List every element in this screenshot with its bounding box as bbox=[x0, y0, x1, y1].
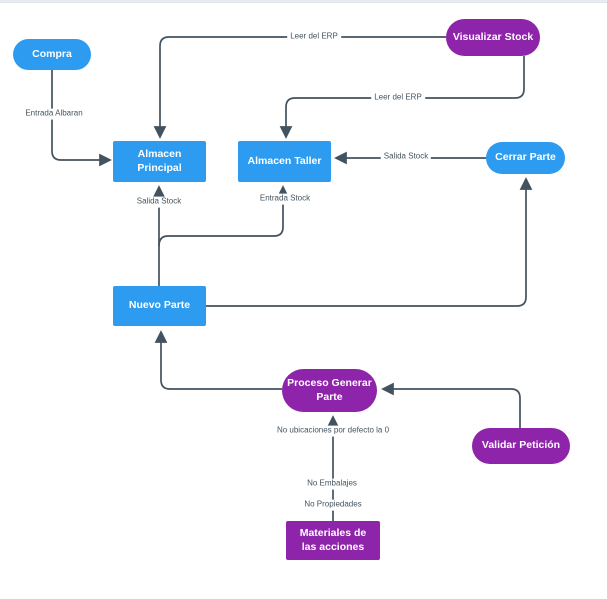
edge-label-no-ubicaciones: No ubicaciones por defecto la 0 bbox=[273, 425, 393, 437]
edge-validar-peticion-to-proceso-generar-parte bbox=[381, 382, 521, 428]
edge-label-no-propiedades: No Propiedades bbox=[301, 499, 365, 511]
edge-label-entrada-albaran: Entrada Albaran bbox=[22, 108, 86, 120]
edge-label-entrada-stock: Entrada Stock bbox=[256, 193, 314, 205]
node-cerrar-parte[interactable]: Cerrar Parte bbox=[486, 142, 565, 174]
edge-label-salida-stock-nuevo: Salida Stock bbox=[133, 196, 185, 208]
edge-proceso-generar-parte-to-nuevo-parte bbox=[154, 330, 282, 390]
edge-nuevo-parte-to-cerrar-parte bbox=[206, 177, 533, 307]
edge-label-salida-stock-cerrar: Salida Stock bbox=[380, 151, 432, 163]
node-materiales-acciones[interactable]: Materiales de las acciones bbox=[286, 521, 380, 560]
edge-label-leer-del-erp-1: Leer del ERP bbox=[287, 31, 341, 43]
node-almacen-taller[interactable]: Almacen Taller bbox=[238, 141, 331, 182]
node-proceso-generar-parte[interactable]: Proceso Generar Parte bbox=[282, 369, 377, 412]
edge-label-no-embalajes: No Embalajes bbox=[304, 478, 360, 490]
edge-compra-to-almacen-principal bbox=[51, 70, 112, 167]
edge-label-leer-del-erp-2: Leer del ERP bbox=[371, 92, 425, 104]
node-visualizar-stock[interactable]: Visualizar Stock bbox=[446, 19, 540, 56]
edge-visualizar-stock-to-almacen-principal bbox=[153, 36, 446, 139]
node-nuevo-parte[interactable]: Nuevo Parte bbox=[113, 286, 206, 326]
window-top-border bbox=[0, 0, 607, 3]
node-validar-peticion[interactable]: Validar Petición bbox=[472, 428, 570, 464]
node-compra[interactable]: Compra bbox=[13, 39, 91, 70]
node-almacen-principal[interactable]: Almacen Principal bbox=[113, 141, 206, 182]
edge-nuevo-parte-to-almacen-taller bbox=[158, 185, 290, 247]
